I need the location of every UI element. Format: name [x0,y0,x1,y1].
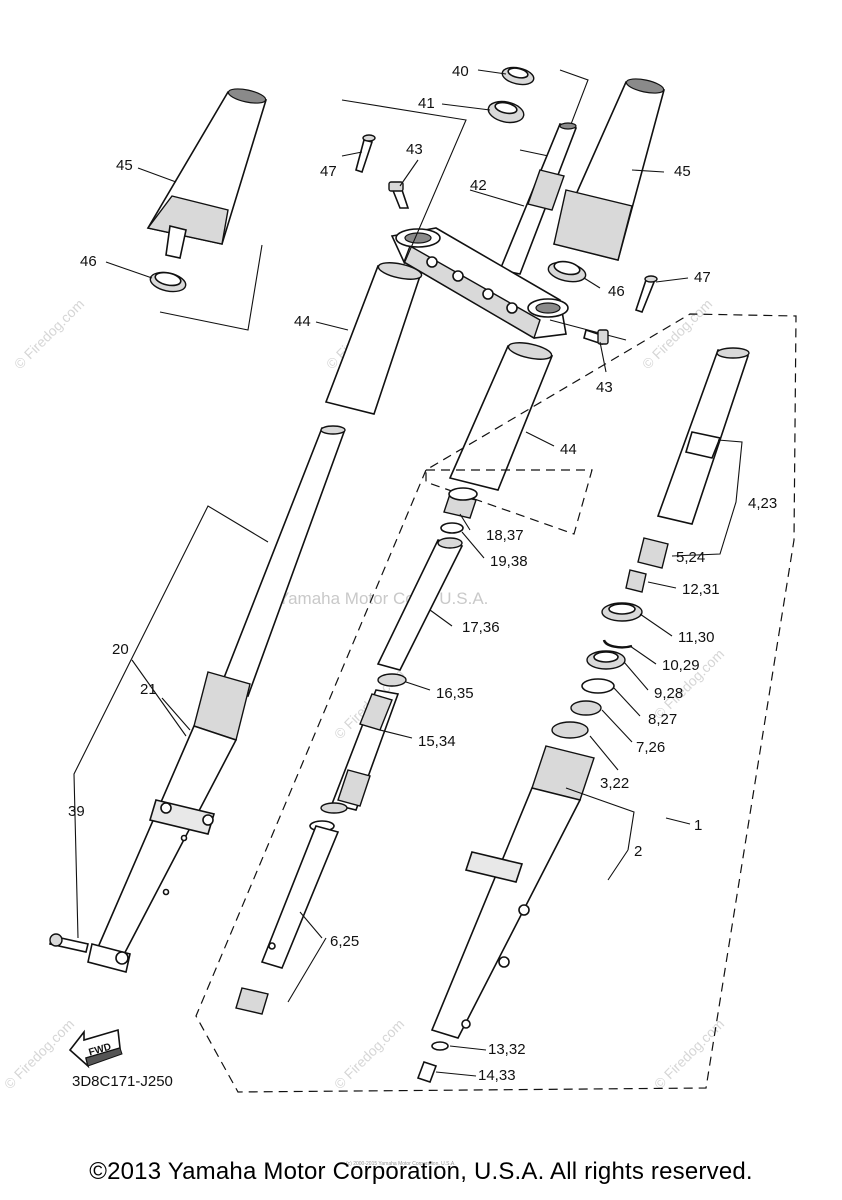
piston-12 [625,569,647,593]
label-41: 41 [418,95,435,112]
label-40: 40 [452,63,469,80]
label-19-38: 19,38 [490,553,528,570]
washer-8 [581,678,615,694]
clip-10 [602,639,633,649]
label-46-right: 46 [608,283,625,300]
rebound-spring [235,987,269,1015]
label-45-right: 45 [674,163,691,180]
bolt-43-right [583,328,609,346]
label-5-24: 5,24 [676,549,705,566]
upper-dash-group [425,469,593,535]
bushing-7 [570,700,602,716]
dust-seal-11 [601,602,643,622]
label-21: 21 [140,681,157,698]
label-2: 2 [634,843,642,860]
steering-stem-42 [498,122,578,275]
label-16-35: 16,35 [436,685,474,702]
left-fork-assembly [87,425,346,973]
label-39: 39 [68,803,85,820]
label-44-left: 44 [294,313,311,330]
fork-spring-15 [330,689,400,811]
bolt-47-left [355,134,376,174]
label-18-37: 18,37 [486,527,524,544]
assembly-1-dash-border [195,313,797,1093]
watermark: © Firedog.com [1,1016,77,1092]
label-43-left: 43 [406,141,423,158]
left-fork-cover-45 [146,88,268,259]
label-14-33: 14,33 [478,1067,516,1084]
washer-16 [377,673,407,687]
watermark: © Firedog.com [331,1016,407,1092]
label-leads-left [131,659,191,737]
label-13-32: 13,32 [488,1041,526,1058]
label-12-31: 12,31 [682,581,720,598]
label-44-right: 44 [560,441,577,458]
part-code: 3D8C171-J250 [72,1073,173,1090]
fork-bracket-20 [73,505,269,939]
under-bracket [390,227,569,340]
gasket-13 [431,1041,449,1051]
label-45-left: 45 [116,157,133,174]
cap-bolt-18 [443,487,478,519]
outer-tube-3 [430,721,595,1039]
right-seal-46 [547,260,587,283]
fwd-arrow-icon: FWD [68,1028,123,1069]
watermarks: © Firedog.com © Firedog.com © Firedog.co… [1,296,727,1092]
oil-seal-9 [586,650,626,670]
o-ring-19 [440,522,464,534]
group-bracket [159,244,263,331]
copyright-footer: ©2013 Yamaha Motor Corporation, U.S.A. A… [89,1158,753,1185]
part-labels: 40 41 42 43 47 45 45 46 46 47 43 44 44 1… [68,63,777,1084]
bearing-41 [487,100,525,124]
label-1: 1 [694,817,702,834]
inner-tube-44-left [324,262,423,415]
label-3-22: 3,22 [600,775,629,792]
label-10-29: 10,29 [662,657,700,674]
left-seal-46 [149,271,187,293]
slide-bushing-5 [637,537,669,569]
spacer-17 [376,537,464,671]
label-20: 20 [112,641,129,658]
label-9-28: 9,28 [654,685,683,702]
clamp-bracket-left [341,99,467,265]
label-15-34: 15,34 [418,733,456,750]
label-47-left: 47 [320,163,337,180]
center-watermark: Yamaha Motor Corp, U.S.A. [278,589,488,608]
label-7-26: 7,26 [636,739,665,756]
label-11-30: 11,30 [678,629,714,646]
label-8-27: 8,27 [648,711,677,728]
watermark: © Firedog.com [11,296,87,372]
bolt-39 [49,933,89,953]
inner-tube-4 [656,347,750,525]
bolt-47-right [634,275,658,313]
label-47-right: 47 [694,269,711,286]
label-4-23: 4,23 [748,495,777,512]
bearing-bracket [519,69,589,159]
tiny-copyright-note: (c) 2000-2015 Yamaha Motor Corporation, … [346,1161,456,1167]
bearing-40 [501,66,535,86]
right-fork-cover-45 [552,78,665,261]
damper-rod-6 [260,825,340,969]
label-17-36: 17,36 [462,619,500,636]
label-46-left: 46 [80,253,97,270]
label-43-right: 43 [596,379,613,396]
bolt-14 [416,1060,438,1084]
label-6-25: 6,25 [330,933,359,950]
leader-lines [105,69,743,1077]
watermark: © Firedog.com [639,296,715,372]
inner-tube-44-right [448,342,554,491]
label-42: 42 [470,177,487,194]
bolt-43-left [388,181,410,209]
